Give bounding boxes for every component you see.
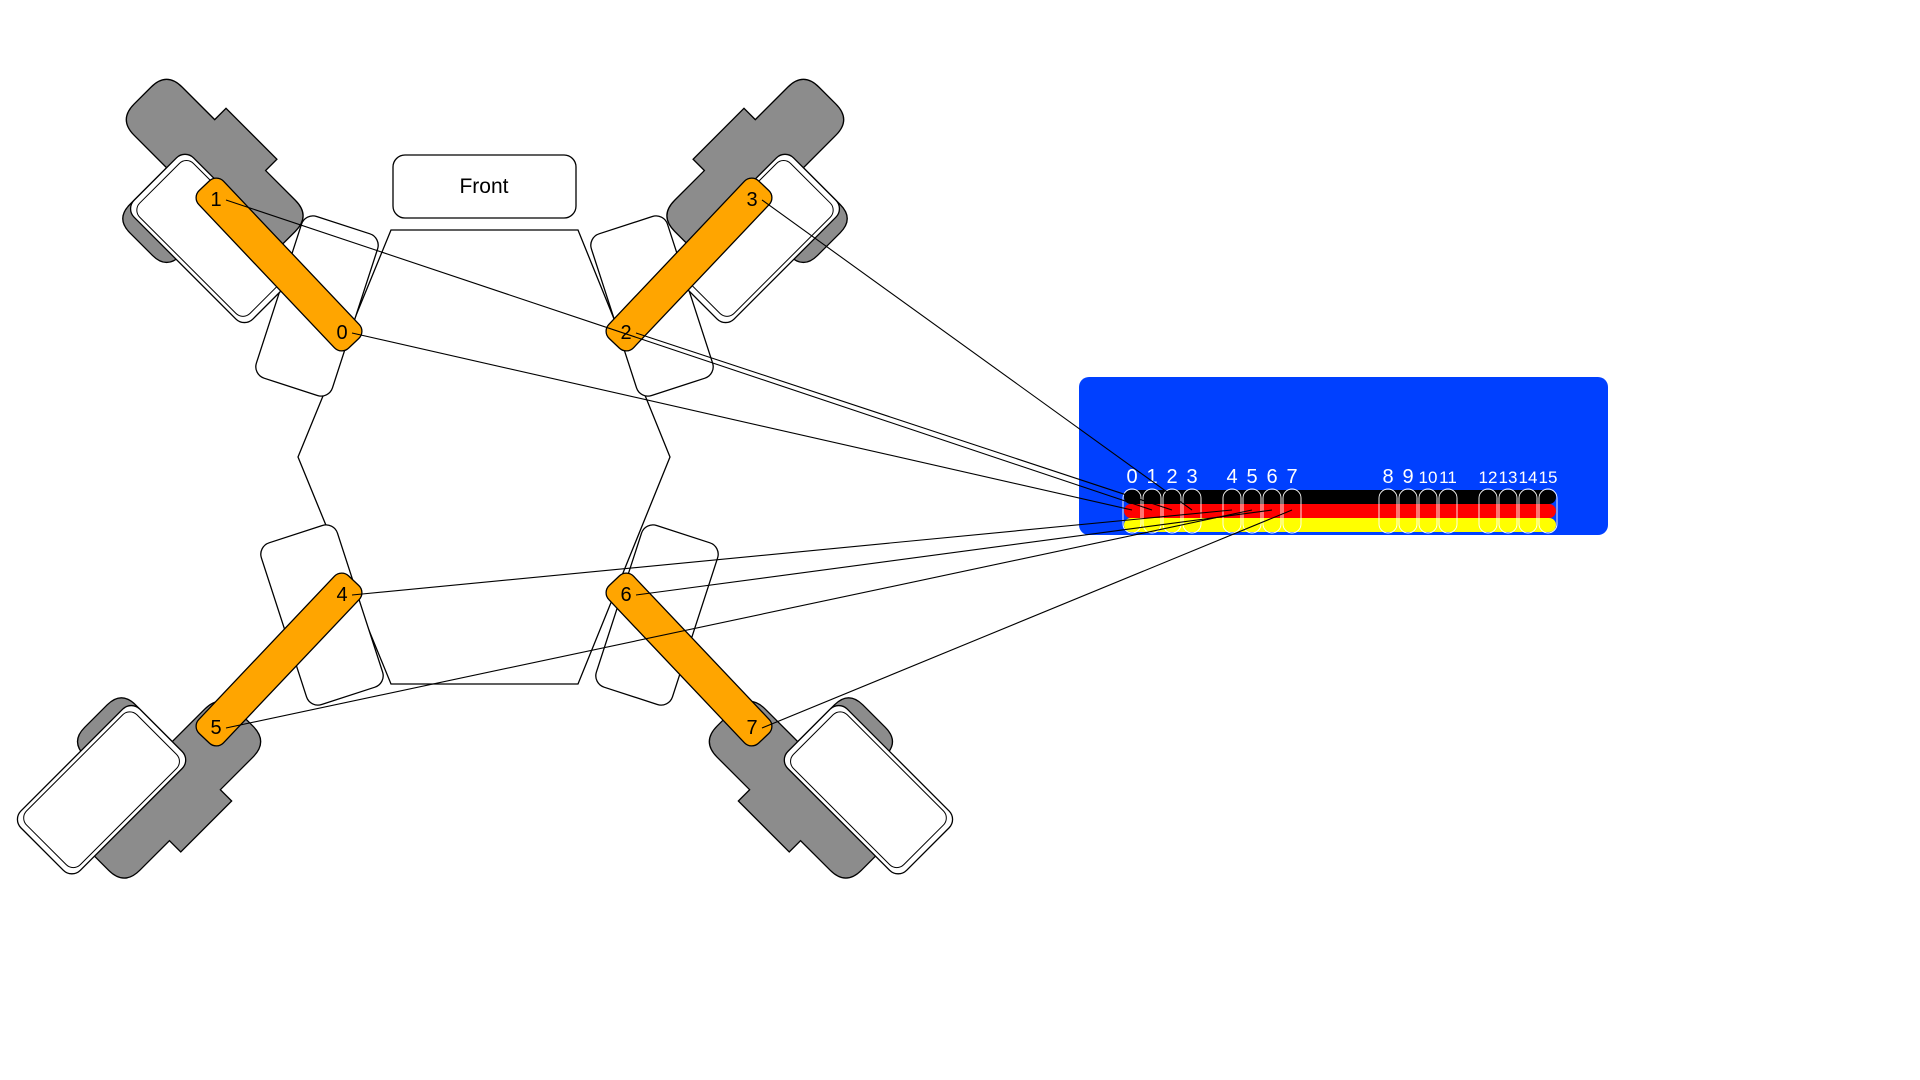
wire-row-power <box>1124 504 1556 518</box>
board-pin-label: 15 <box>1539 468 1558 487</box>
wire-arm-3 <box>761 199 1193 511</box>
arm-endpoint-label-3: 3 <box>746 189 757 211</box>
board-pin-3[interactable]: 3 <box>1182 466 1202 534</box>
board-pin-label: 4 <box>1226 466 1237 488</box>
board-pin-label: 9 <box>1402 466 1413 488</box>
wire-row-ground <box>1124 518 1556 532</box>
board-pin-label: 6 <box>1266 466 1277 488</box>
board-pin-13[interactable]: 13 <box>1499 468 1518 534</box>
board-pin-label: 14 <box>1519 468 1538 487</box>
arm-endpoint-label-4: 4 <box>336 584 347 606</box>
arm-endpoint-label-5: 5 <box>210 717 221 739</box>
board-pin-12[interactable]: 12 <box>1479 468 1498 534</box>
arm-endpoint-label-1: 1 <box>210 189 221 211</box>
arm-endpoint-label-2: 2 <box>620 322 631 344</box>
board-pin-8[interactable]: 8 <box>1378 466 1398 534</box>
board-pin-label: 8 <box>1382 466 1393 488</box>
board-pin-label: 10 <box>1419 468 1438 487</box>
board-pin-label: 13 <box>1499 468 1518 487</box>
board-pin-label: 1 <box>1146 466 1157 488</box>
wire-arm-7 <box>761 509 1293 729</box>
board-pin-label: 7 <box>1286 466 1297 488</box>
leg-arm-1 <box>605 177 773 352</box>
board-pin-9[interactable]: 9 <box>1398 466 1418 534</box>
board-pin-15[interactable]: 15 <box>1539 468 1558 534</box>
front-indicator: Front <box>392 154 577 219</box>
wire-row-signal <box>1124 490 1556 504</box>
wire-arm-6 <box>635 509 1273 596</box>
wire-arm-1 <box>225 199 1153 511</box>
board-pin-14[interactable]: 14 <box>1519 468 1538 534</box>
board-pin-label: 11 <box>1439 468 1457 487</box>
board-pin-label: 0 <box>1126 466 1137 488</box>
arm-endpoint-label-7: 7 <box>746 717 757 739</box>
leg-arm-3 <box>605 572 773 747</box>
board-pin-label: 12 <box>1479 468 1498 487</box>
front-label: Front <box>459 175 508 198</box>
board-pin-7[interactable]: 7 <box>1282 466 1302 534</box>
leg-arm-2 <box>195 572 363 747</box>
board-pin-label: 3 <box>1186 466 1197 488</box>
leg-arm-0 <box>195 177 363 352</box>
wire-arm-4 <box>351 509 1233 596</box>
wire-arm-5 <box>225 509 1253 729</box>
board-pin-10[interactable]: 10 <box>1419 468 1438 534</box>
wire-arm-2 <box>635 332 1173 511</box>
wire-arm-0 <box>351 332 1133 511</box>
board-pin-11[interactable]: 11 <box>1438 468 1458 534</box>
board-pin-1[interactable]: 1 <box>1142 466 1162 534</box>
board-pin-label: 5 <box>1246 466 1257 488</box>
hexapod-body <box>297 229 671 685</box>
arm-endpoint-label-0: 0 <box>336 322 347 344</box>
arm-endpoint-label-6: 6 <box>620 584 631 606</box>
board-pin-2[interactable]: 2 <box>1162 466 1182 534</box>
board-pin-label: 2 <box>1166 466 1177 488</box>
board-pin-0[interactable]: 0 <box>1122 466 1142 534</box>
